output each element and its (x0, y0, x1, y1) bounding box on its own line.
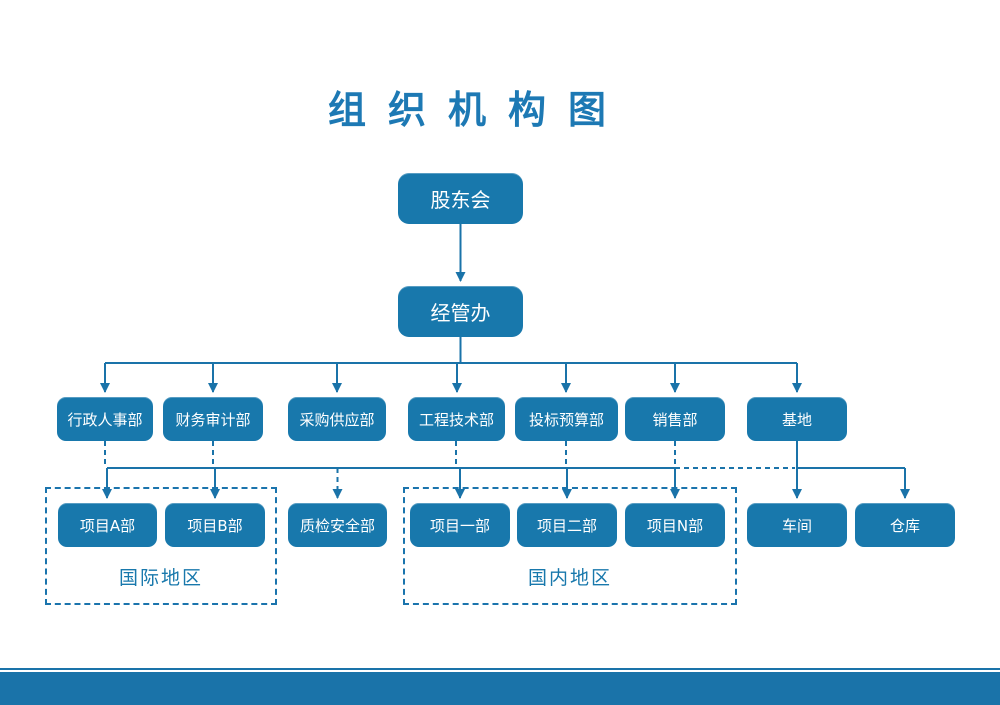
org-node-bidding-budget: 投标预算部 (515, 397, 618, 441)
region-domestic: 国内地区 (403, 487, 737, 605)
org-node-quality-safety: 质检安全部 (288, 503, 387, 547)
org-node-project-1: 项目一部 (410, 503, 510, 547)
region-international: 国际地区 (45, 487, 277, 605)
page-title: 组织机构图 (327, 88, 628, 132)
org-node-project-n: 项目N部 (625, 503, 725, 547)
region-domestic-label: 国内地区 (527, 567, 612, 589)
org-node-project-a: 项目A部 (58, 503, 157, 547)
org-node-management: 经管办 (398, 286, 523, 337)
org-node-workshop: 车间 (747, 503, 847, 547)
org-node-sales: 销售部 (625, 397, 725, 441)
org-node-project-b: 项目B部 (165, 503, 265, 547)
org-node-procurement: 采购供应部 (288, 397, 386, 441)
org-node-base: 基地 (747, 397, 847, 441)
org-node-engineering: 工程技术部 (408, 397, 505, 441)
footer-bar (0, 672, 1000, 705)
region-international-label: 国际地区 (118, 567, 203, 589)
org-node-project-2: 项目二部 (517, 503, 617, 547)
footer-accent-line (0, 668, 1000, 670)
org-node-warehouse: 仓库 (855, 503, 955, 547)
dashed-connectors (104, 441, 795, 499)
org-node-finance-audit: 财务审计部 (163, 397, 263, 441)
solid-connectors (100, 224, 910, 499)
org-node-shareholders: 股东会 (398, 173, 523, 224)
org-node-admin-hr: 行政人事部 (57, 397, 153, 441)
